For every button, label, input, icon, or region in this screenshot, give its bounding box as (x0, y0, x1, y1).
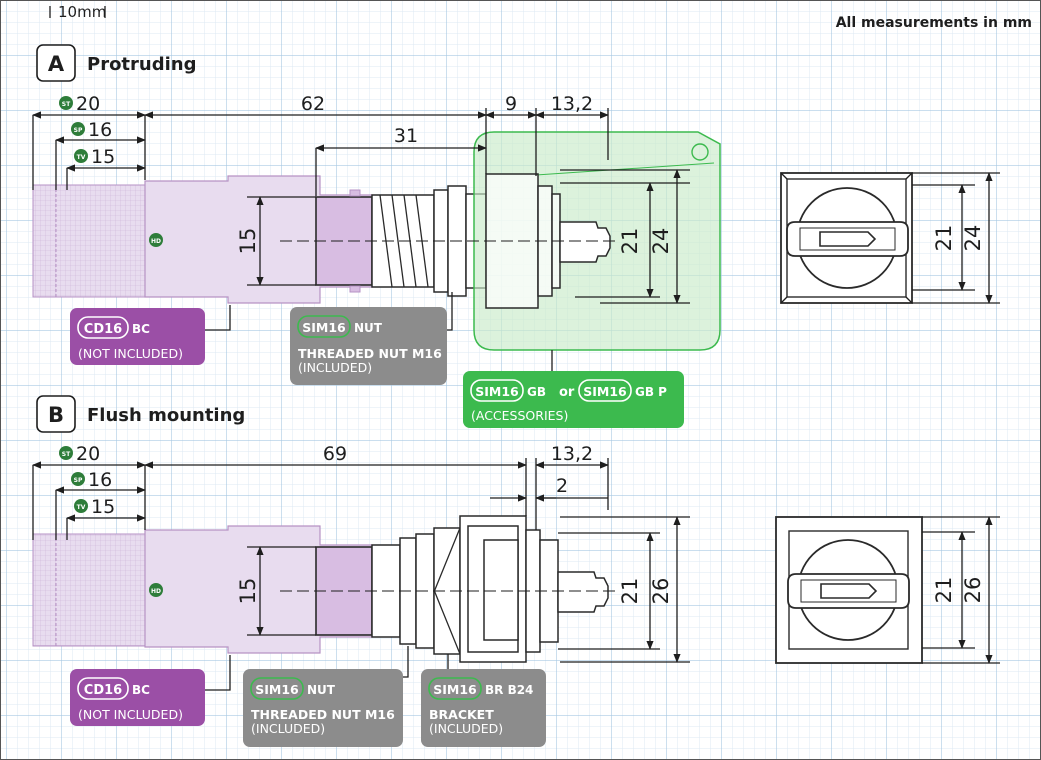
dim-front-h1-a: 21 (932, 225, 956, 252)
dim-gap-b: 2 (556, 475, 568, 497)
svg-text:SIM16: SIM16 (583, 384, 627, 399)
svg-text:HD: HD (151, 588, 161, 595)
svg-text:SP: SP (74, 477, 83, 484)
svg-text:THREADED NUT M16: THREADED NUT M16 (298, 346, 442, 361)
dim-diam-b: 15 (236, 578, 260, 605)
svg-text:or: or (559, 385, 575, 400)
svg-text:BC: BC (132, 683, 150, 697)
dim-front-h1-b: 21 (932, 577, 956, 604)
svg-text:GB P: GB P (635, 385, 667, 399)
dims-side-a: 15 21 24 (236, 169, 690, 304)
cd16-label-b: CD16 BC (NOT INCLUDED) (70, 669, 205, 726)
cd16-body-b (32, 525, 373, 654)
dim-knob-a: 13,2 (551, 93, 593, 115)
pointer-arrow-icon (819, 231, 877, 247)
svg-text:(INCLUDED): (INCLUDED) (251, 721, 325, 736)
dim-half-a: 31 (394, 125, 418, 147)
svg-text:HD: HD (151, 238, 161, 245)
svg-text:SIM16: SIM16 (475, 384, 519, 399)
hd-badge-icon (149, 583, 163, 597)
section-a-badge (36, 44, 76, 82)
svg-text:(INCLUDED): (INCLUDED) (429, 721, 503, 736)
nut-label-b: SIM16 NUT THREADED NUT M16 (INCLUDED) (243, 669, 403, 747)
dim-body-a: 62 (301, 93, 325, 115)
section-b-title: Flush mounting (87, 405, 245, 426)
gb-label-a: SIM16 GB or SIM16 GB P (ACCESSORIES) (463, 371, 684, 428)
units-note: All measurements in mm (836, 15, 1032, 31)
dim-front-h2-a: 24 (961, 225, 985, 252)
svg-text:(NOT INCLUDED): (NOT INCLUDED) (78, 707, 183, 722)
svg-text:THREADED NUT M16: THREADED NUT M16 (251, 707, 395, 722)
dim-body-b: 69 (323, 443, 347, 465)
dim-sp-a: 16 (88, 119, 112, 141)
svg-text:(ACCESSORIES): (ACCESSORIES) (471, 408, 568, 423)
cd16-body-a (32, 175, 373, 304)
svg-text:TV: TV (77, 154, 86, 161)
pointer-arrow-icon (820, 583, 878, 599)
sp-badge-icon (71, 122, 85, 136)
dim-gap-a: 9 (505, 93, 517, 115)
svg-text:ST: ST (62, 101, 71, 108)
svg-text:NUT: NUT (307, 683, 336, 697)
hd-badge-icon (149, 233, 163, 247)
section-b: B Flush mounting HD (32, 395, 1000, 747)
section-a-title: Protruding (87, 54, 197, 75)
dim-h2-b: 26 (649, 578, 673, 605)
svg-text:CD16: CD16 (84, 322, 122, 337)
svg-text:SIM16: SIM16 (433, 682, 477, 697)
tv-badge-icon (74, 499, 88, 513)
dim-st-b: 20 (76, 443, 100, 465)
svg-text:BC: BC (132, 322, 150, 336)
section-b-badge (36, 395, 76, 433)
dim-h1-b: 21 (618, 578, 642, 605)
dim-sp-b: 16 (88, 469, 112, 491)
svg-text:BRACKET: BRACKET (429, 707, 494, 722)
dim-front-h2-b: 26 (961, 577, 985, 604)
svg-text:SIM16: SIM16 (255, 682, 299, 697)
dims-side-b: 15 21 26 (236, 516, 690, 663)
section-a: A Protruding HD (32, 44, 1000, 428)
nut-label-a: SIM16 NUT THREADED NUT M16 (INCLUDED) (290, 307, 447, 385)
front-view-a: 21 24 (780, 172, 1000, 304)
bracket-label-b: SIM16 BR B24 BRACKET (INCLUDED) (421, 669, 546, 747)
svg-text:SIM16: SIM16 (302, 320, 346, 335)
dim-tv-a: 15 (91, 146, 115, 168)
section-b-letter: B (48, 403, 64, 427)
dims-top-b: ST 20 SP 16 TV 15 69 13,2 2 (32, 443, 609, 540)
front-view-b: 21 26 (775, 516, 1000, 664)
dim-tv-b: 15 (91, 496, 115, 518)
scale-bar: 10mm (49, 3, 106, 21)
section-a-letter: A (48, 52, 65, 76)
cd16-label-a: CD16 BC (NOT INCLUDED) (70, 308, 205, 365)
svg-text:CD16: CD16 (84, 683, 122, 698)
scale-label: 10mm (58, 3, 106, 21)
dim-diam-a: 15 (236, 228, 260, 255)
svg-text:GB: GB (527, 385, 546, 399)
svg-text:SP: SP (74, 127, 83, 134)
dim-st-a: 20 (76, 93, 100, 115)
sp-badge-icon (71, 472, 85, 486)
dim-knob-b: 13,2 (551, 443, 593, 465)
dim-h2-a: 24 (649, 228, 673, 255)
dims-top-a: ST 20 SP 16 TV 15 62 31 9 13,2 (32, 93, 609, 196)
st-badge-icon (59, 96, 73, 110)
svg-text:(NOT INCLUDED): (NOT INCLUDED) (78, 346, 183, 361)
svg-text:ST: ST (62, 451, 71, 458)
svg-text:(INCLUDED): (INCLUDED) (298, 360, 372, 375)
svg-text:BR B24: BR B24 (485, 683, 533, 697)
dim-h1-a: 21 (618, 228, 642, 255)
tv-badge-icon (74, 149, 88, 163)
svg-text:TV: TV (77, 504, 86, 511)
svg-text:NUT: NUT (354, 321, 383, 335)
st-badge-icon (59, 446, 73, 460)
